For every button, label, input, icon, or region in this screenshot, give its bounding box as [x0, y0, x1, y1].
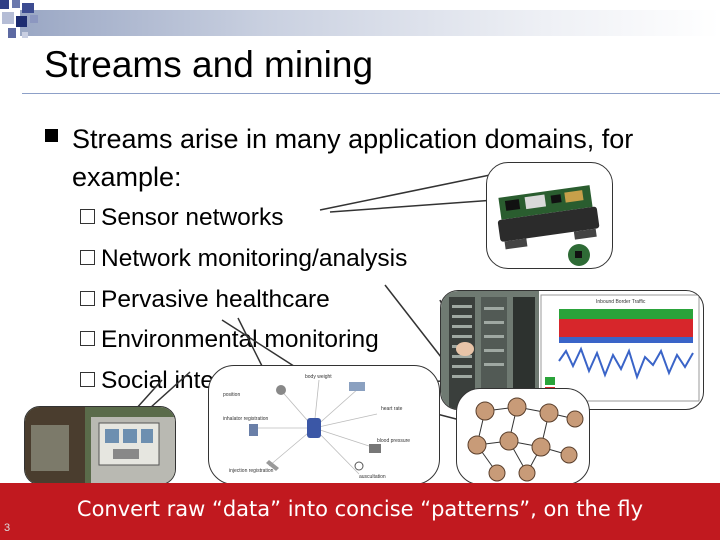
- sensor-board-illustration: [497, 185, 600, 266]
- healthcare-sensor-diagram: body weight position inhalator registrat…: [223, 374, 410, 480]
- square-bullet-icon: [45, 129, 58, 142]
- label-position: position: [223, 392, 240, 398]
- label-auscultation: auscultation: [359, 474, 386, 480]
- main-bullet-text: Streams arise in many application domain…: [72, 124, 634, 192]
- label-heart-rate: heart rate: [381, 406, 403, 412]
- healthcare-diagram-image: body weight position inhalator registrat…: [208, 365, 440, 485]
- social-graph-illustration: [467, 397, 584, 482]
- checkbox-bullet-icon: [80, 372, 95, 388]
- sub-item-environmental-monitoring: Environmental monitoring: [80, 326, 379, 354]
- sub-item-pervasive-healthcare: Pervasive healthcare: [80, 286, 330, 314]
- header-gradient-bar: [20, 10, 720, 36]
- header-decorative-squares: [0, 0, 60, 50]
- label-body-weight: body weight: [305, 374, 332, 380]
- label-inhalator: inhalator registration: [223, 416, 269, 422]
- slide-title: Streams and mining: [44, 44, 374, 85]
- page-number: 3: [4, 522, 11, 534]
- checkbox-bullet-icon: [80, 250, 95, 266]
- environmental-monitoring-image: [24, 406, 176, 485]
- social-network-image: [456, 388, 590, 485]
- checkbox-bullet-icon: [80, 331, 95, 347]
- checkbox-bullet-icon: [80, 291, 95, 307]
- environmental-station-photo: [25, 407, 175, 484]
- footer-text: Convert raw “data” into concise “pattern…: [76, 497, 644, 521]
- sensor-board-image: [486, 162, 613, 269]
- traffic-chart-title: Inbound Border Traffic: [596, 299, 646, 305]
- checkbox-bullet-icon: [80, 209, 95, 225]
- sub-item-network-monitoring: Network monitoring/analysis: [80, 245, 407, 273]
- title-underline: [22, 93, 720, 94]
- label-blood-pressure: blood pressure: [377, 438, 410, 444]
- sub-item-sensor-networks: Sensor networks: [80, 204, 283, 232]
- label-injection: injection registration: [229, 468, 274, 474]
- footer-banner: [0, 483, 720, 540]
